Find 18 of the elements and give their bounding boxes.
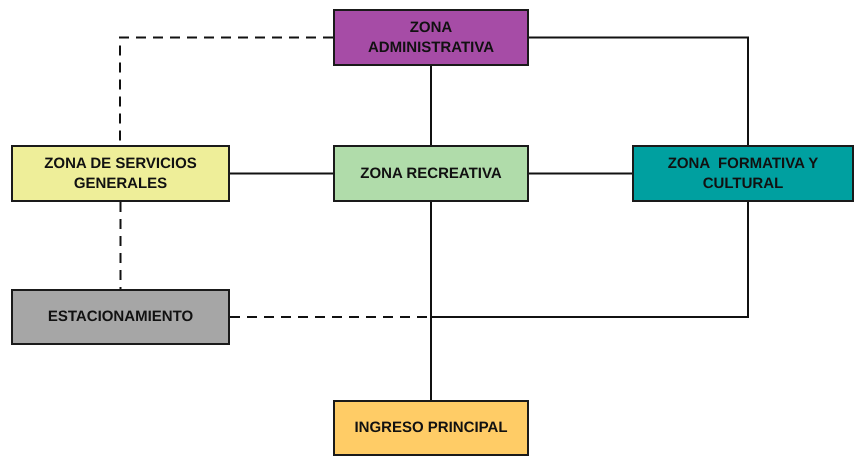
zone-label: ZONA RECREATIVA: [360, 164, 502, 184]
connector-line: [230, 316, 432, 400]
zone-box: [333, 145, 529, 202]
connector-line: [529, 36, 749, 145]
connector-line: [120, 202, 122, 289]
zone-box: [333, 400, 529, 456]
zone-box: [632, 145, 854, 202]
zone-box: [333, 9, 529, 66]
zone-box: [11, 145, 230, 202]
zone-box: [11, 289, 230, 345]
connector-line: [230, 172, 333, 174]
zone-label: INGRESO PRINCIPAL: [354, 418, 508, 438]
zone-label: ESTACIONAMIENTO: [48, 307, 194, 327]
zone-label: ZONA FORMATIVA Y CULTURAL: [666, 154, 820, 193]
zone-label: ZONA DE SERVICIOS GENERALES: [43, 154, 198, 193]
connector-line: [529, 172, 632, 174]
zone-label: ZONA ADMINISTRATIVA: [366, 18, 496, 57]
connector-line: [430, 66, 432, 145]
